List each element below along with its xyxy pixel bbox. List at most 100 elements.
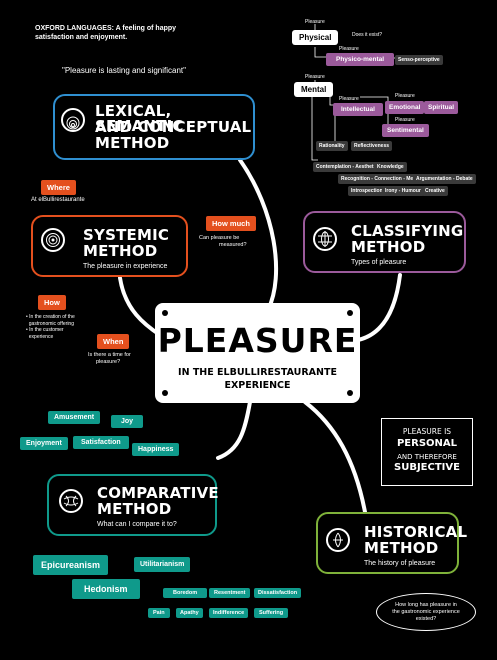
mental-tag: Mental xyxy=(294,82,334,97)
pleasure-label-1: Pleasure xyxy=(305,19,325,25)
historical-question-line1: How long has pleasure in xyxy=(395,602,457,608)
apathy-tag: Apathy xyxy=(176,608,203,618)
happiness-tag: Happiness xyxy=(132,443,180,456)
systemic-subtitle: The pleasure in experience xyxy=(83,263,168,270)
when-tag: When xyxy=(97,334,130,349)
boredom-tag: Boredom xyxy=(163,588,208,598)
how-line4: experience xyxy=(26,333,54,340)
personal-line1: PLEASURE IS xyxy=(402,427,452,436)
how-much-answer: Can pleasure be measured? xyxy=(199,235,247,249)
classifying-title-2: METHOD xyxy=(351,238,426,256)
systemic-title-1: SYSTEMIC xyxy=(83,226,170,244)
historical-question-bubble: How long has pleasure in the gastronomic… xyxy=(376,593,476,631)
connector-classifying xyxy=(356,273,402,342)
lexical-title-1: LEXICAL, SEMANTIC xyxy=(95,102,184,135)
comparative-title-2: METHOD xyxy=(97,500,172,518)
classifying-title-1: CLASSIFYING xyxy=(351,222,464,240)
target-icon xyxy=(41,228,65,252)
utilitarianism-tag: Utilitarianism xyxy=(134,557,191,572)
comparative-title-1: COMPARATIVE xyxy=(97,484,219,502)
spiritual-tag: Spiritual xyxy=(424,101,459,114)
enjoyment-tag: Enjoyment xyxy=(20,437,68,450)
suffering-tag: Suffering xyxy=(254,608,289,618)
center-subtitle-line1: IN THE ELBULLIRESTAURANTE xyxy=(178,367,337,378)
pleasure-quote: "Pleasure is lasting and significant" xyxy=(62,66,186,75)
when-line1: Is there a time for xyxy=(88,352,131,358)
screw-bottom-left xyxy=(162,390,168,396)
intellectual-tag: Intellectual xyxy=(333,103,383,116)
center-subtitle-line2: EXPERIENCE xyxy=(224,380,291,391)
indifference-tag: Indifference xyxy=(209,608,249,618)
knowledge-tag: Knowledge xyxy=(374,162,407,172)
concentric-circles-icon xyxy=(61,108,85,132)
screw-top-right xyxy=(347,310,353,316)
physical-tag: Physical xyxy=(292,30,339,45)
how-line1: • In the creation of the xyxy=(26,314,75,320)
connector-systemic xyxy=(118,276,162,337)
rationality-tag: Rationality xyxy=(316,141,348,151)
lexical-title-3: METHOD xyxy=(95,134,170,152)
pleasure-label-6: Pleasure xyxy=(395,117,415,123)
pleasure-label-3: Pleasure xyxy=(305,74,325,80)
central-pleasure-panel: PLEASURE IN THE ELBULLIRESTAURANTE EXPER… xyxy=(155,303,360,403)
physico-mental-tag: Physico-mental xyxy=(326,53,395,66)
how-much-tag: How much xyxy=(206,216,256,231)
lexical-method-box: LEXICAL, SEMANTIC AND CONCEPTUAL METHOD xyxy=(53,94,255,160)
pocket-watch-icon xyxy=(326,528,350,552)
reflectiveness-tag: Reflectiveness xyxy=(351,141,393,151)
emotional-tag: Emotional xyxy=(385,101,425,114)
recognition-tag: Recognition - Connection - Memory xyxy=(338,174,429,184)
when-line2: pleasure? xyxy=(96,359,121,365)
globe-icon xyxy=(313,227,337,251)
pleasure-label-2: Pleasure xyxy=(339,46,359,52)
historical-question-line3: existed? xyxy=(415,616,437,622)
satisfaction-tag: Satisfaction xyxy=(73,436,129,449)
where-answer: At elBullirestaurante xyxy=(31,197,85,203)
how-tag: How xyxy=(38,295,66,310)
historical-title-2: METHOD xyxy=(364,539,439,557)
argumentation-tag: Argumentation - Debate xyxy=(413,174,476,184)
center-title: PLEASURE xyxy=(157,321,358,360)
when-answer: Is there a time for pleasure? xyxy=(88,352,131,366)
pain-tag: Pain xyxy=(148,608,170,618)
screw-bottom-right xyxy=(347,390,353,396)
tree-line-physico xyxy=(314,47,326,58)
creative-tag: Creative xyxy=(422,186,448,196)
how-line2: gastronomic offering xyxy=(26,320,74,327)
historical-method-box: HISTORICAL METHOD The history of pleasur… xyxy=(316,512,467,574)
how-much-line1: Can pleasure be xyxy=(199,235,240,241)
oxford-definition: OXFORD LANGUAGES: A feeling of happy sat… xyxy=(35,25,177,41)
personal-line4: SUBJECTIVE xyxy=(394,462,460,473)
personal-line3: AND THEREFORE xyxy=(397,453,457,461)
contemplation-tag: Contemplation - Aesthetic xyxy=(313,162,381,172)
systemic-method-box: SYSTEMIC METHOD The pleasure in experien… xyxy=(31,215,188,277)
does-it-exist-label: Does it exist? xyxy=(352,32,383,38)
historical-subtitle: The history of pleasure xyxy=(364,560,436,567)
classifying-method-box: CLASSIFYING METHOD Types of pleasure xyxy=(303,211,466,273)
introspection-tag: Introspection xyxy=(348,186,386,196)
personal-line2: PERSONAL xyxy=(396,438,458,449)
how-line3: • In the customer xyxy=(26,327,64,333)
senso-perceptive-tag: Senso-perceptive xyxy=(395,55,443,65)
classifying-subtitle: Types of pleasure xyxy=(351,259,407,266)
historical-question-line2: the gastronomic experience xyxy=(392,609,460,615)
pleasure-label-5: Pleasure xyxy=(395,93,415,99)
irony-tag: Irony - Humour xyxy=(382,186,424,196)
personal-subjective-box: PLEASURE IS PERSONAL AND THEREFORE SUBJE… xyxy=(381,418,473,486)
sphere-icon xyxy=(59,489,83,513)
pleasure-label-4: Pleasure xyxy=(339,96,359,102)
connector-lexical xyxy=(238,158,279,312)
how-much-line2: measured? xyxy=(219,242,247,248)
hedonism-tag: Hedonism xyxy=(72,579,140,599)
connector-historical xyxy=(303,400,367,514)
resentment-tag: Resentment xyxy=(209,588,251,598)
systemic-title-2: METHOD xyxy=(83,242,158,260)
sentimental-tag: Sentimental xyxy=(382,124,429,137)
center-subtitle: IN THE ELBULLIRESTAURANTE EXPERIENCE xyxy=(155,366,360,392)
amusement-tag: Amusement xyxy=(48,411,101,424)
epicureanism-tag: Epicureanism xyxy=(33,555,109,575)
historical-title-1: HISTORICAL xyxy=(364,523,468,541)
joy-tag: Joy xyxy=(111,415,144,428)
tree-line-intellectual xyxy=(329,97,333,106)
